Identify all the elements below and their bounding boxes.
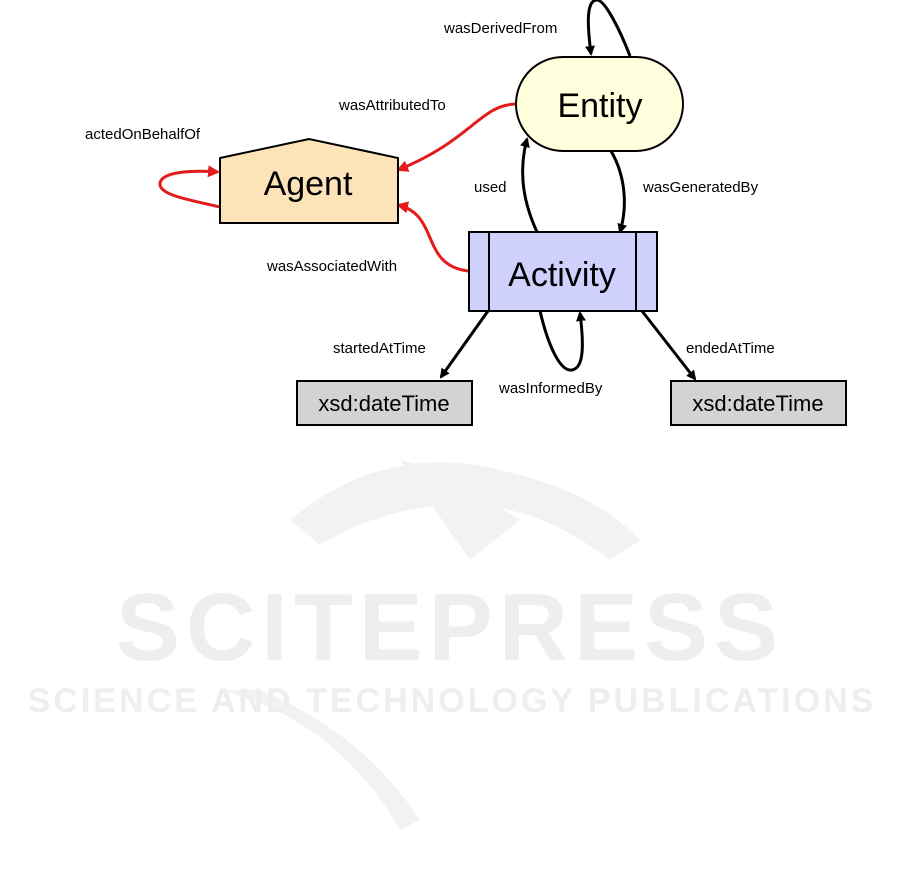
label-started-at-time: startedAtTime: [333, 340, 426, 357]
label-was-informed-by: wasInformedBy: [498, 380, 603, 397]
node-datetime-start: xsd:dateTime: [297, 381, 472, 425]
edge-acted-on-behalf-of: [160, 171, 220, 207]
node-datetime-start-label: xsd:dateTime: [318, 391, 449, 416]
watermark-name: SCITEPRESS: [116, 574, 784, 681]
label-was-associated-with: wasAssociatedWith: [266, 258, 397, 275]
edge-used: [523, 139, 537, 232]
node-entity-label: Entity: [557, 87, 642, 125]
edge-was-generated-by: [611, 151, 624, 232]
edge-was-informed-by: [540, 311, 582, 370]
watermark-tagline: SCIENCE AND TECHNOLOGY PUBLICATIONS: [28, 682, 877, 720]
node-datetime-end-label: xsd:dateTime: [692, 391, 823, 416]
label-was-derived-from: wasDerivedFrom: [443, 20, 557, 37]
watermark-logo: SCITEPRESS SCIENCE AND TECHNOLOGY PUBLIC…: [28, 460, 877, 830]
node-activity-label: Activity: [508, 256, 616, 294]
label-acted-on-behalf-of: actedOnBehalfOf: [85, 126, 201, 143]
node-activity: Activity: [469, 232, 657, 311]
edge-started-at-time: [441, 311, 488, 377]
label-was-attributed-to: wasAttributedTo: [338, 97, 446, 114]
edge-was-associated-with: [398, 205, 468, 271]
edge-was-derived-from: [588, 0, 630, 56]
label-was-generated-by: wasGeneratedBy: [642, 179, 759, 196]
label-ended-at-time: endedAtTime: [686, 340, 775, 357]
node-agent: Agent: [220, 139, 398, 223]
node-datetime-end: xsd:dateTime: [671, 381, 846, 425]
label-used: used: [474, 179, 507, 196]
node-entity: Entity: [516, 57, 683, 151]
node-agent-label: Agent: [264, 165, 353, 203]
